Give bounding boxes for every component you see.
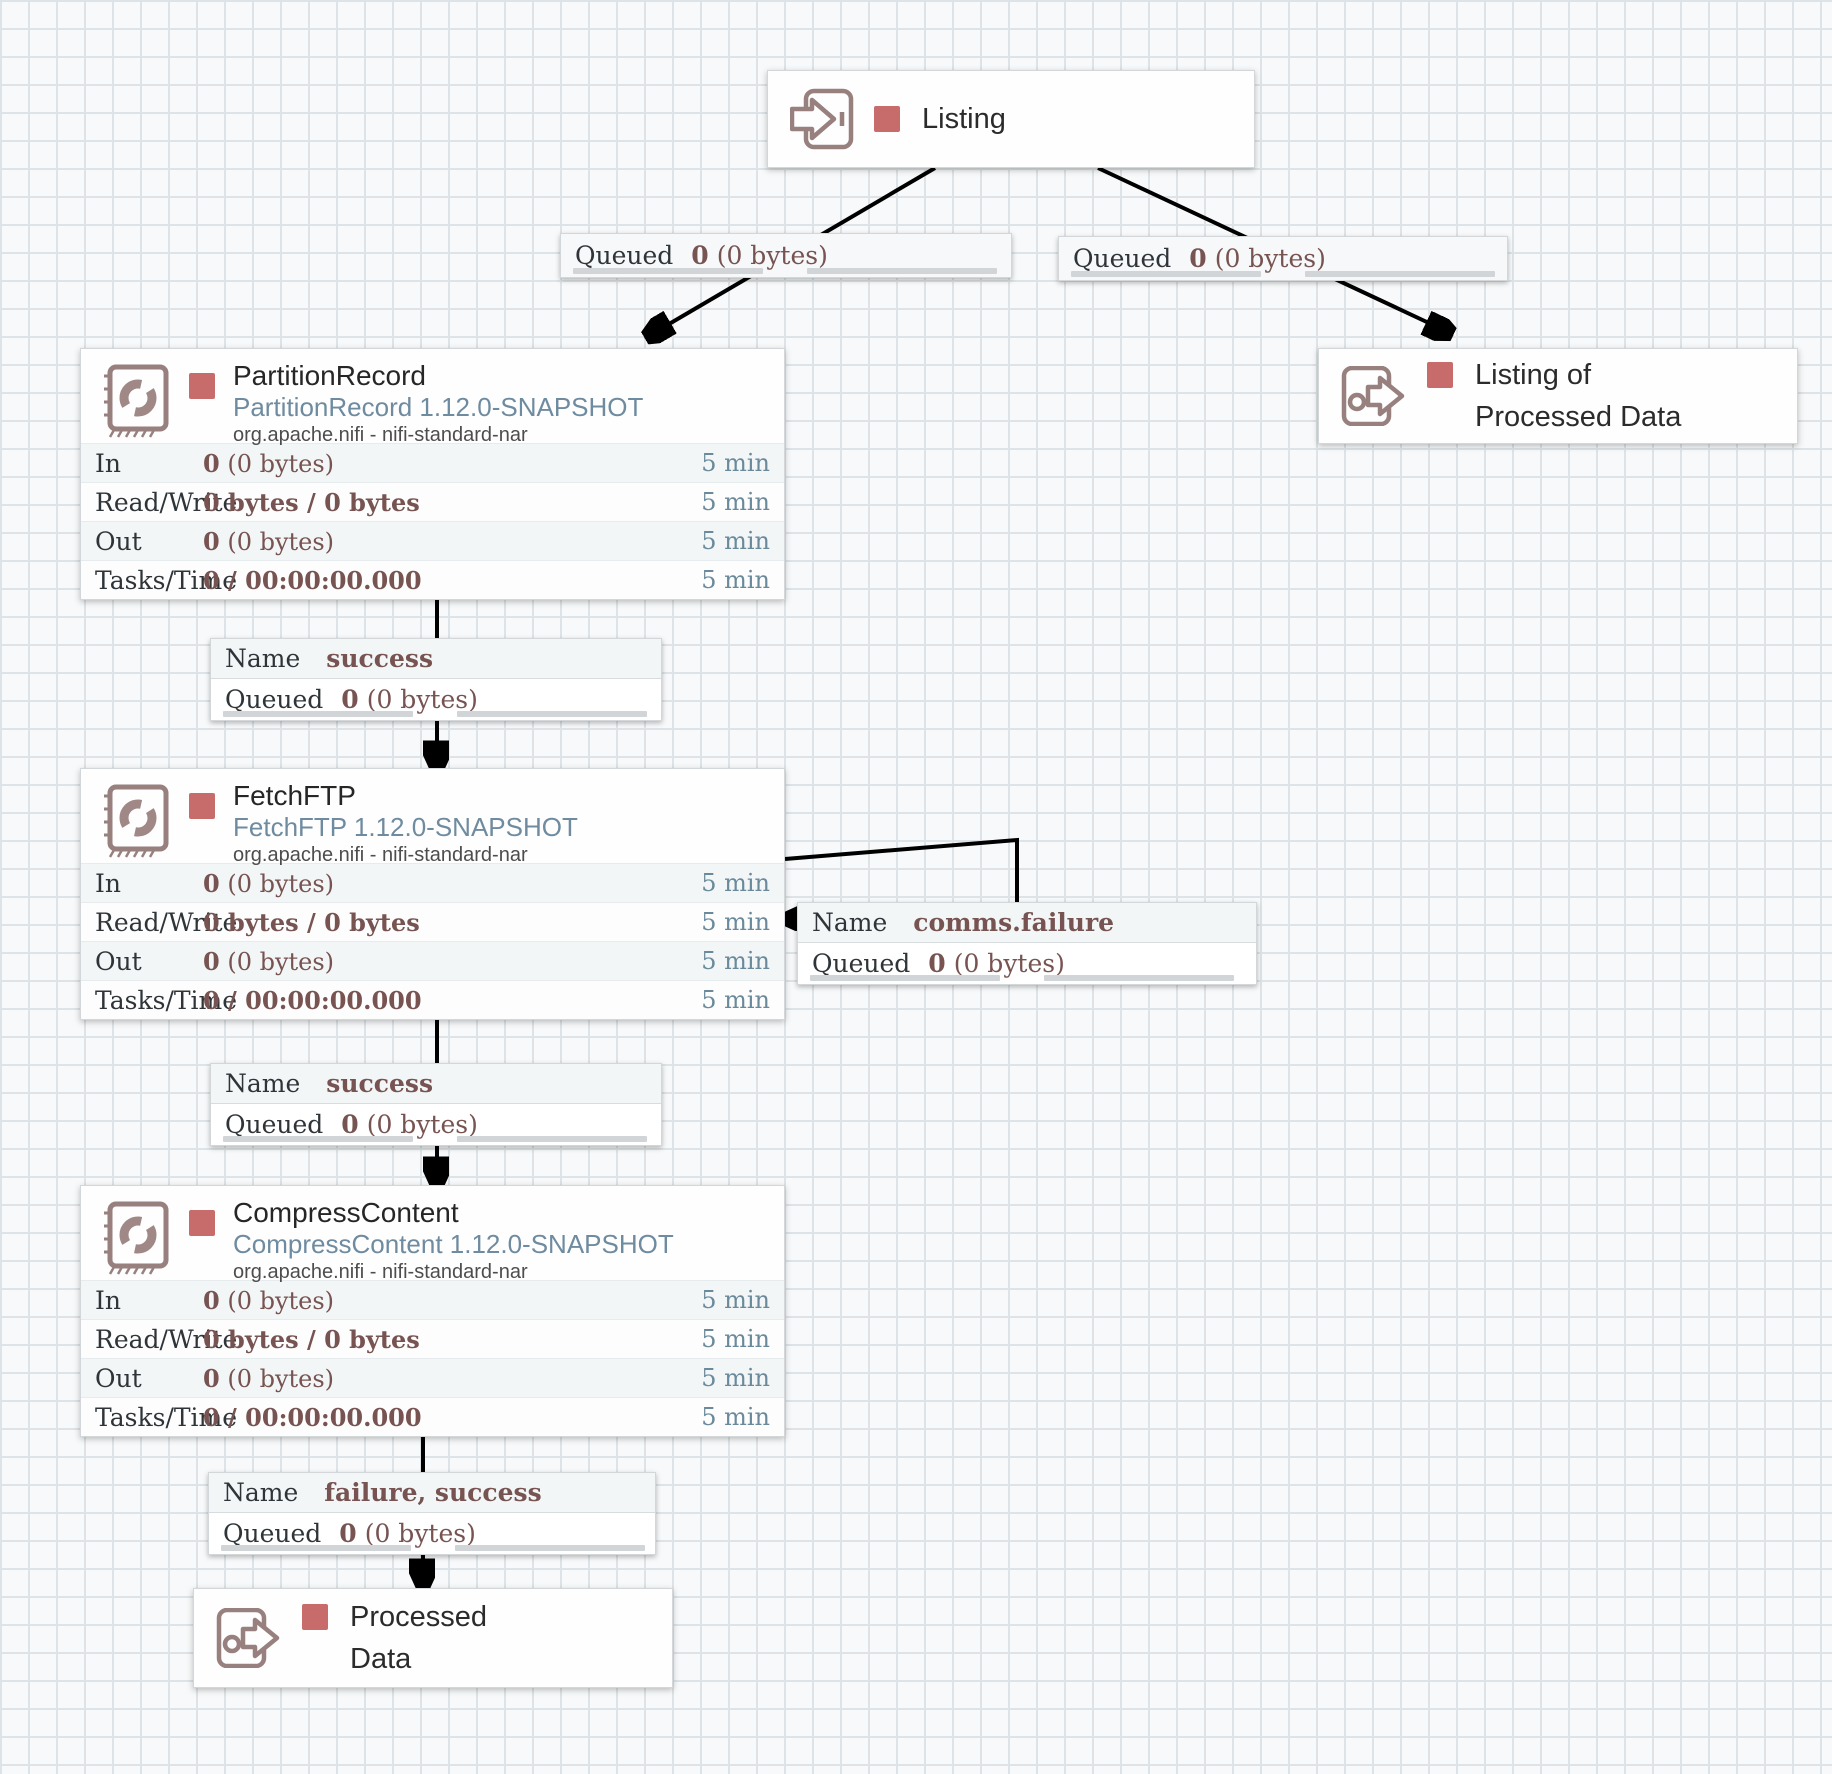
queued-label: Queued <box>223 1519 322 1548</box>
stat-row-tasks-time: Tasks/Time 0 / 00:00:00.000 5 min <box>81 980 784 1019</box>
processor-name: PartitionRecord <box>233 360 426 391</box>
output-port-listing-of-processed-data[interactable]: Listing of Processed Data <box>1318 348 1798 444</box>
processor-partitionrecord[interactable]: PartitionRecord PartitionRecord 1.12.0-S… <box>80 348 785 600</box>
processor-header: CompressContent CompressContent 1.12.0-S… <box>81 1186 784 1283</box>
queue-count-bar <box>221 1545 411 1551</box>
processor-type-version: FetchFTP 1.12.0-SNAPSHOT <box>233 812 578 842</box>
queued-size: (0 bytes) <box>1214 244 1326 273</box>
queued-size: (0 bytes) <box>716 241 828 270</box>
output-port-processed-data[interactable]: Processed Data <box>193 1588 673 1688</box>
processor-name: FetchFTP <box>233 780 356 811</box>
stat-row-out: Out 0 (0 bytes) 5 min <box>81 1358 784 1397</box>
queued-size: (0 bytes) <box>366 1110 478 1139</box>
queue-size-bar <box>455 1545 645 1551</box>
port-name: Processed Data <box>350 1601 488 1675</box>
name-label: Name <box>225 1069 301 1098</box>
queue-count-bar <box>1071 271 1261 277</box>
processor-type-version: PartitionRecord 1.12.0-SNAPSHOT <box>233 392 644 422</box>
connection-label-failure-success-compresscontent-processed-data[interactable]: Name failure, success Queued 0 (0 bytes) <box>208 1472 656 1555</box>
queue-size-bar <box>457 711 647 717</box>
queue-size-bar <box>457 1136 647 1142</box>
queue-size-bar <box>1305 271 1495 277</box>
relationship-name: comms.failure <box>913 908 1115 937</box>
queued-count: 0 <box>341 1110 359 1139</box>
stat-row-out: Out 0 (0 bytes) 5 min <box>81 521 784 560</box>
stopped-status-icon <box>874 106 900 132</box>
processor-icon <box>104 784 169 858</box>
queued-count: 0 <box>928 949 946 978</box>
relationship-name: success <box>326 644 434 673</box>
stopped-status-icon <box>189 793 215 819</box>
queue-count-bar <box>810 975 1000 981</box>
processor-bundle: org.apache.nifi - nifi-standard-nar <box>233 844 528 866</box>
queue-count-bar <box>223 1136 413 1142</box>
processor-header: FetchFTP FetchFTP 1.12.0-SNAPSHOT org.ap… <box>81 769 784 866</box>
queued-count: 0 <box>341 685 359 714</box>
processor-name: CompressContent <box>233 1197 459 1228</box>
relationship-name: failure, success <box>324 1478 542 1507</box>
name-label: Name <box>223 1478 299 1507</box>
queue-size-bar <box>807 268 997 274</box>
stat-row-in: In 0 (0 bytes) 5 min <box>81 443 784 482</box>
input-port-icon <box>790 88 854 150</box>
connection-label-listing-to-listing-of-processed-data[interactable]: Queued 0 (0 bytes) <box>1058 236 1508 281</box>
stat-row-read-write: Read/Write 0 bytes / 0 bytes 5 min <box>81 1319 784 1358</box>
processor-bundle: org.apache.nifi - nifi-standard-nar <box>233 1261 528 1283</box>
stat-row-read-write: Read/Write 0 bytes / 0 bytes 5 min <box>81 482 784 521</box>
queued-size: (0 bytes) <box>366 685 478 714</box>
processor-icon <box>104 1201 169 1275</box>
input-port-listing[interactable]: Listing <box>767 70 1255 168</box>
queued-label: Queued <box>812 949 911 978</box>
stat-row-in: In 0 (0 bytes) 5 min <box>81 863 784 902</box>
stopped-status-icon <box>189 1210 215 1236</box>
connection-label-success-partitionrecord-fetchftp[interactable]: Name success Queued 0 (0 bytes) <box>210 638 662 721</box>
name-label: Name <box>225 644 301 673</box>
stopped-status-icon <box>302 1604 328 1630</box>
queued-count: 0 <box>1189 244 1207 273</box>
queued-label: Queued <box>225 685 324 714</box>
stat-row-tasks-time: Tasks/Time 0 / 00:00:00.000 5 min <box>81 1397 784 1436</box>
stat-row-in: In 0 (0 bytes) 5 min <box>81 1280 784 1319</box>
queued-count: 0 <box>691 241 709 270</box>
stat-row-read-write: Read/Write 0 bytes / 0 bytes 5 min <box>81 902 784 941</box>
queued-size: (0 bytes) <box>364 1519 476 1548</box>
queued-label: Queued <box>1073 244 1172 273</box>
queue-count-bar <box>223 711 413 717</box>
port-name: Listing of Processed Data <box>1475 359 1682 433</box>
processor-fetchftp[interactable]: FetchFTP FetchFTP 1.12.0-SNAPSHOT org.ap… <box>80 768 785 1020</box>
queued-label: Queued <box>225 1110 324 1139</box>
connection-label-success-fetchftp-compresscontent[interactable]: Name success Queued 0 (0 bytes) <box>210 1063 662 1146</box>
queued-count: 0 <box>339 1519 357 1548</box>
processor-type-version: CompressContent 1.12.0-SNAPSHOT <box>233 1229 674 1259</box>
queue-size-bar <box>1044 975 1234 981</box>
stopped-status-icon <box>1427 362 1453 388</box>
output-port-icon <box>216 1608 280 1668</box>
processor-icon <box>104 364 169 438</box>
queued-label: Queued <box>575 241 674 270</box>
stat-row-tasks-time: Tasks/Time 0 / 00:00:00.000 5 min <box>81 560 784 599</box>
processor-compresscontent[interactable]: CompressContent CompressContent 1.12.0-S… <box>80 1185 785 1437</box>
connection-label-comms-failure-fetchftp-self-loop[interactable]: Name comms.failure Queued 0 (0 bytes) <box>797 902 1257 985</box>
name-label: Name <box>812 908 888 937</box>
queued-size: (0 bytes) <box>953 949 1065 978</box>
processor-header: PartitionRecord PartitionRecord 1.12.0-S… <box>81 349 784 446</box>
relationship-name: success <box>326 1069 434 1098</box>
connection-label-listing-to-partitionrecord[interactable]: Queued 0 (0 bytes) <box>560 233 1012 278</box>
queue-count-bar <box>573 268 763 274</box>
stat-row-out: Out 0 (0 bytes) 5 min <box>81 941 784 980</box>
stopped-status-icon <box>189 373 215 399</box>
processor-bundle: org.apache.nifi - nifi-standard-nar <box>233 424 528 446</box>
port-name: Listing <box>922 103 1006 135</box>
output-port-icon <box>1341 366 1405 426</box>
